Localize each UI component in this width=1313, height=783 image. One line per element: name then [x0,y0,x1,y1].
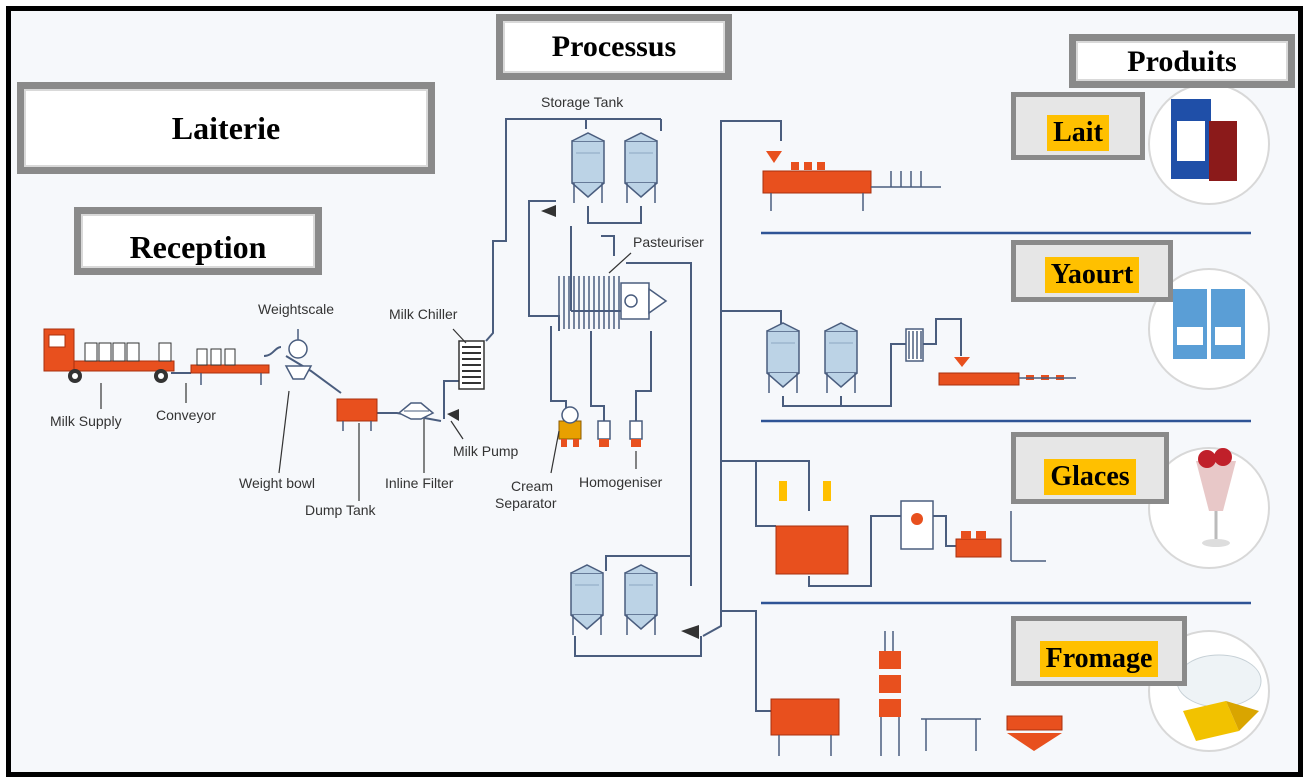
label-milk-supply: Milk Supply [50,413,122,429]
milk-truck [44,329,174,383]
inline-filter [399,403,433,419]
produits-title: Produits [1127,45,1236,79]
pasteuriser [559,276,666,329]
product-glaces: Glaces [1011,432,1169,504]
weightscale [286,329,311,379]
label-storage-tank: Storage Tank [541,94,624,110]
reception-title: Reception [130,229,267,266]
laiterie-title: Laiterie [172,110,280,147]
leader-lines [101,253,636,501]
product-lait: Lait [1011,92,1145,160]
product-yaourt-label: Yaourt [1045,257,1139,293]
lait-line [763,151,941,211]
label-weightscale: Weightscale [258,301,334,317]
label-separator: Separator [495,495,557,511]
label-weight-bowl: Weight bowl [239,475,315,491]
milk-chiller [459,341,484,389]
product-fromage: Fromage [1011,616,1187,686]
label-inline-filter: Inline Filter [385,475,454,491]
diagram-frame: Storage Tank Pasteuriser Weightscale Mil… [6,6,1303,777]
product-yaourt: Yaourt [1011,240,1173,302]
product-lait-label: Lait [1047,115,1109,151]
label-pasteuriser: Pasteuriser [633,234,704,250]
product-glaces-label: Glaces [1044,459,1135,495]
laiterie-header: Laiterie [17,82,435,174]
milk-pump [447,409,459,421]
dump-tank [337,399,377,431]
lower-tanks [571,565,657,635]
label-dump-tank: Dump Tank [305,502,377,518]
processus-title: Processus [552,30,676,64]
conveyor [191,349,269,385]
produits-header: Produits [1069,34,1295,88]
label-cream: Cream [511,478,553,494]
processus-header: Processus [496,14,732,80]
reception-header: Reception [74,207,322,275]
label-conveyor: Conveyor [156,407,216,423]
homogeniser [598,421,642,447]
storage-tanks [572,133,657,203]
label-homogeniser: Homogeniser [579,474,663,490]
glaces-line [776,481,1046,574]
label-milk-chiller: Milk Chiller [389,306,458,322]
cream-separator [559,407,581,447]
yaourt-line [767,323,1076,393]
label-milk-pump: Milk Pump [453,443,519,459]
product-fromage-label: Fromage [1040,641,1159,677]
